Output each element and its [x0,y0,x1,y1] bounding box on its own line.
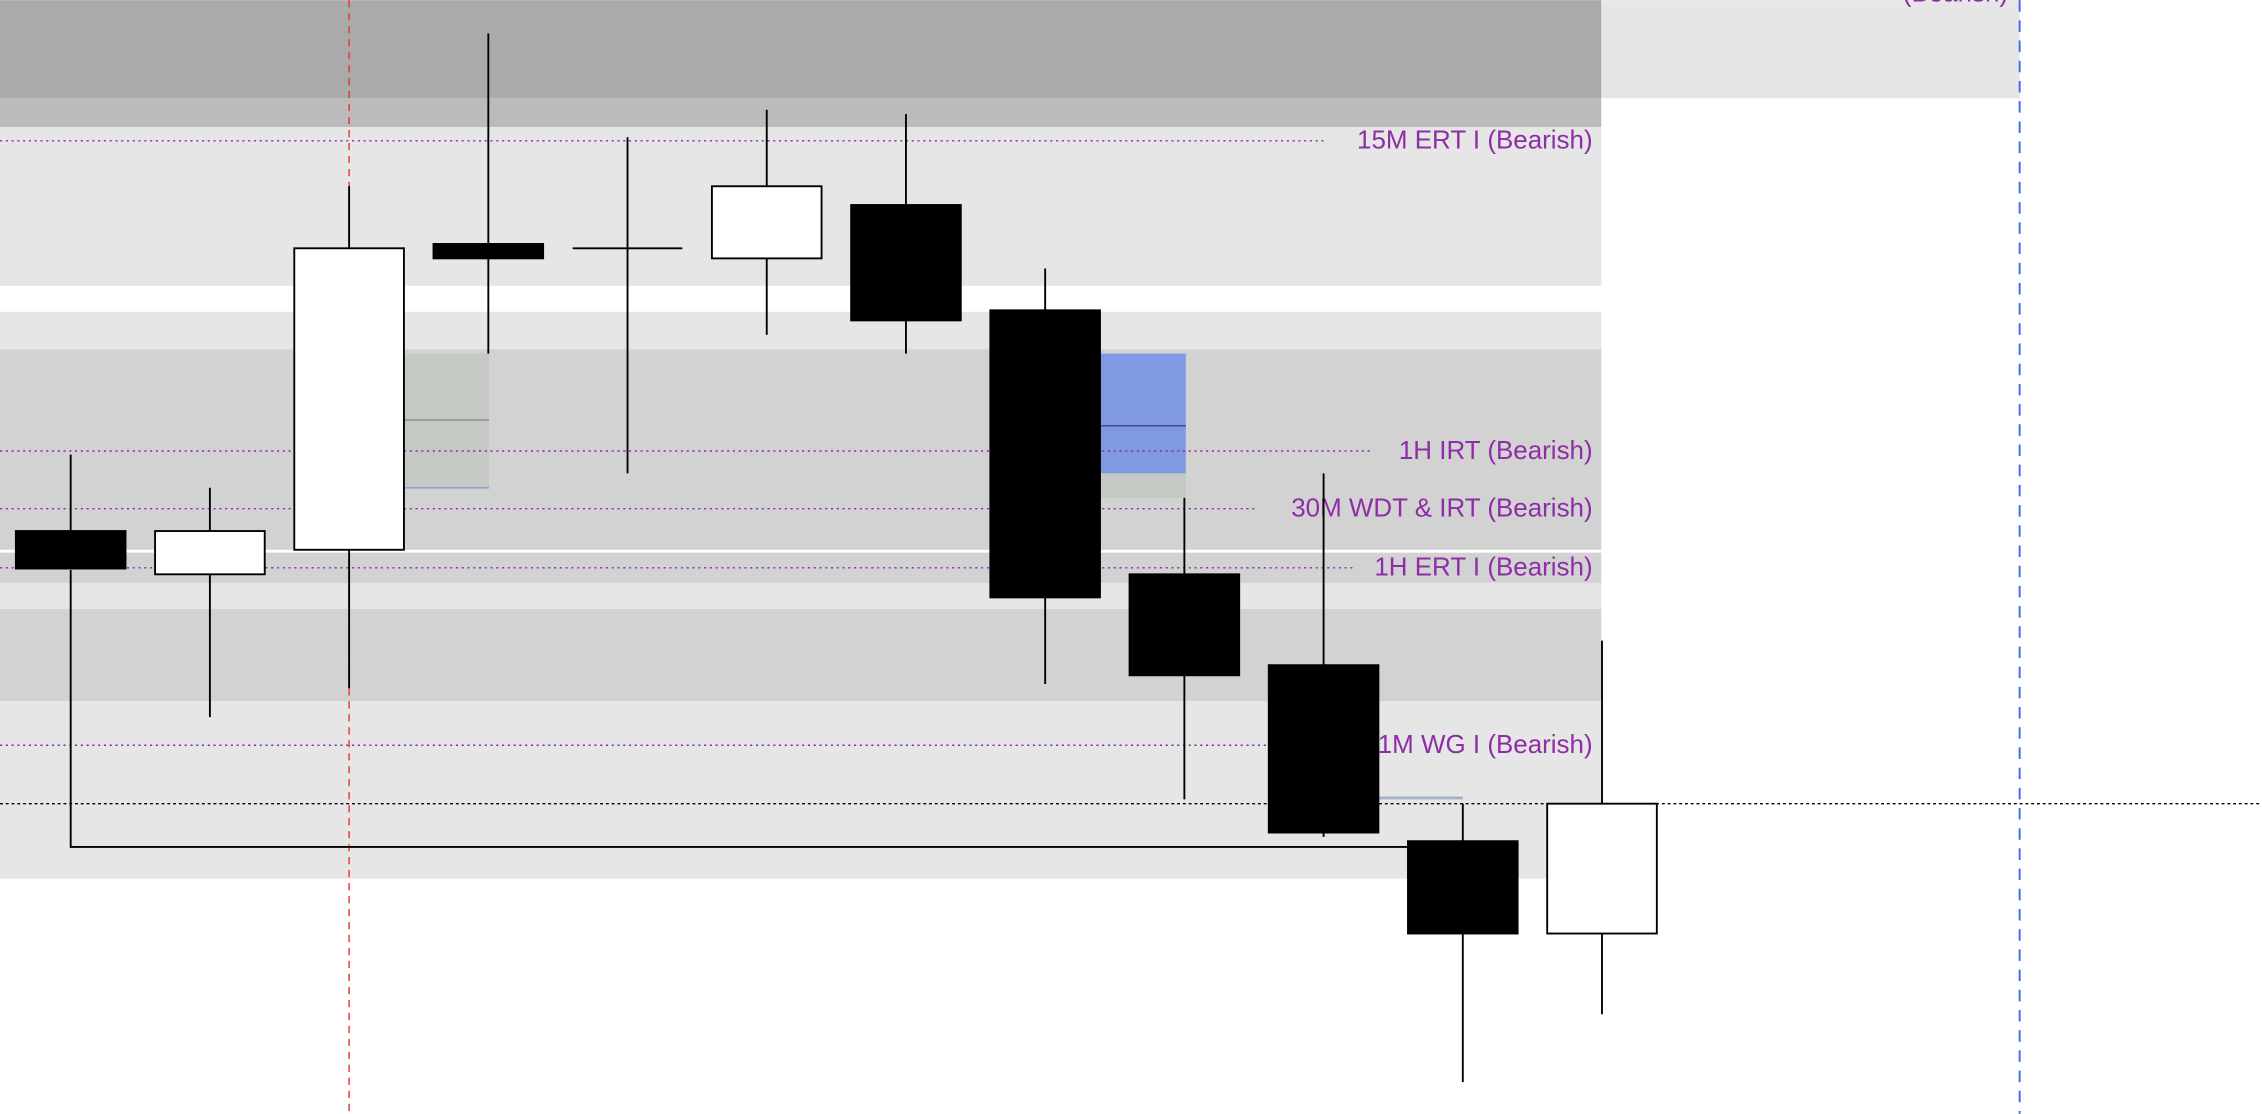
candle-body-bull [710,185,823,260]
candle-body-bear [850,204,962,322]
zone-top-right [1601,0,2020,99]
zone-dark [0,0,1602,99]
zone-light-3 [0,582,1602,609]
candle[interactable] [850,114,962,354]
candle-body-bear [1128,573,1241,677]
zone-light-2 [0,311,1602,350]
candle[interactable] [154,487,266,718]
candle-body-bear [1407,840,1519,935]
candle-body-bear [989,309,1101,599]
candle[interactable] [989,268,1101,684]
candles [14,33,1658,1083]
level-label: 15M ERT I (Bearish) [1357,125,1593,155]
candle-body-bear [432,243,545,260]
candle[interactable] [432,33,545,354]
level-label: (Bearish) [1903,0,2008,8]
candle-body-bear [14,530,127,570]
fvg-box-blue [1100,353,1186,474]
level-labels: (Bearish) 15M ERT I (Bearish) 1H IRT (Bear… [1291,0,2008,759]
gap-box-gray-2 [1100,473,1186,498]
level-label: 1M WG I (Bearish) [1378,729,1593,759]
candle[interactable] [293,186,405,689]
level-label: 1H IRT (Bearish) [1399,435,1593,465]
gap-box-gray [403,353,490,490]
level-label: 30M WDT & IRT (Bearish) [1291,493,1592,523]
zones [0,0,2020,879]
candle[interactable] [1546,640,1658,1015]
zone-dark-lower [0,98,1602,128]
candle[interactable] [710,109,823,335]
candle[interactable] [1267,473,1380,837]
candle[interactable] [14,454,127,570]
candle[interactable] [1128,497,1241,800]
candle-body-bear [1267,664,1380,834]
candle-body-bull [293,247,405,551]
candle[interactable] [1407,803,1519,1083]
zone-mid-1 [0,349,1602,550]
swing-low-connector [69,569,1515,848]
candle-body-bull [1546,802,1658,935]
level-label: 1H ERT I (Bearish) [1374,552,1592,582]
candle[interactable] [572,137,683,474]
candle-body-bull [154,530,266,576]
